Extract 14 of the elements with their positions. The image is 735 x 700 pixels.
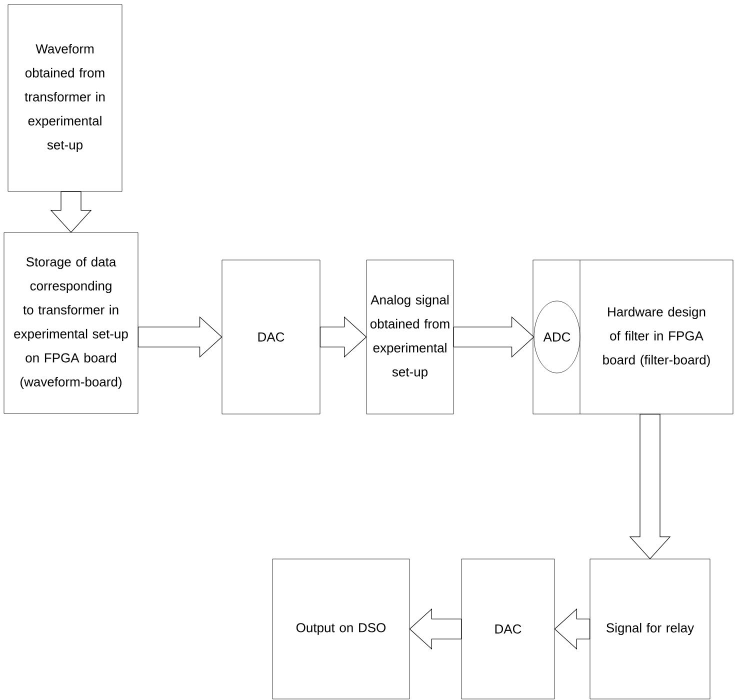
process-box: Waveform obtained from transformer in experimental set-up bbox=[8, 4, 122, 192]
block-arrow bbox=[320, 316, 367, 358]
process-box: DAC bbox=[461, 558, 555, 700]
process-box: DAC bbox=[222, 260, 320, 414]
process-box: Analog signal obtained from experimental set-up bbox=[366, 260, 454, 414]
block-arrow bbox=[138, 316, 222, 358]
process-box: Output on DSO bbox=[272, 558, 410, 700]
block-arrow bbox=[554, 608, 590, 650]
block-arrow bbox=[629, 414, 671, 560]
block-arrow bbox=[50, 191, 92, 233]
process-box: Storage of data corresponding to transformer in experimental set-up on FPGA board (waveform-board) bbox=[4, 232, 138, 414]
process-box: Signal for relay bbox=[590, 558, 710, 700]
block-arrow bbox=[453, 316, 534, 358]
block-arrow bbox=[409, 608, 462, 650]
